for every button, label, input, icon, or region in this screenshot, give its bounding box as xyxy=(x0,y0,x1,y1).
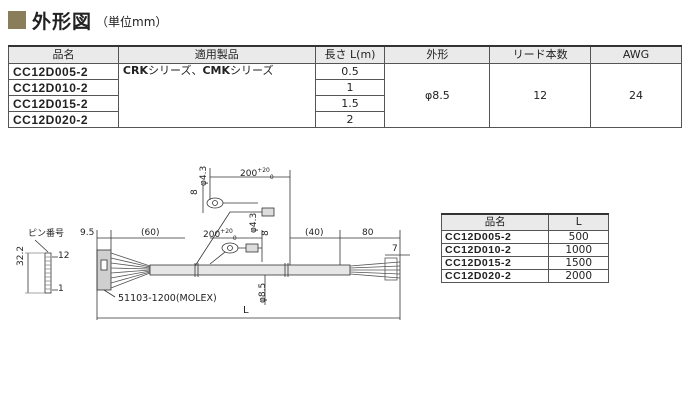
spec-header-row: 品名 適用製品 長さ L(m) 外形 リード本数 AWG xyxy=(8,45,682,64)
length-l-label: L xyxy=(243,305,249,316)
table-row: CC12D010-2 1000 xyxy=(440,243,609,257)
length-model-cell: CC12D005-2 xyxy=(440,230,550,244)
header-awg: AWG xyxy=(590,45,682,64)
model-cell: CC12D020-2 xyxy=(8,111,119,128)
tolerance-plus-mid: +20 xyxy=(220,228,233,235)
length-header-model: 品名 xyxy=(440,213,550,231)
product-cell: CRKシリーズ、CMKシリーズ xyxy=(117,63,316,128)
spec-table: 品名 適用製品 長さ L(m) 外形 リード本数 AWG CC12D005-2 … xyxy=(8,45,682,128)
table-row: CC12D020-2 2 xyxy=(8,111,682,128)
dim-9-5-label: 9.5 xyxy=(80,228,95,238)
dim-8-top-label: 8 xyxy=(190,189,200,195)
pin-1-label: 1 xyxy=(58,284,64,294)
lead-count-cell: 12 xyxy=(489,63,592,128)
dim-80-label: 80 xyxy=(362,228,374,238)
model-cell: CC12D015-2 xyxy=(8,95,119,112)
awg-cell: 24 xyxy=(590,63,682,128)
main-cable xyxy=(149,264,351,276)
length-value-cell: 2000 xyxy=(548,269,609,283)
length-value-cell: 1500 xyxy=(548,256,609,270)
length-value-cell: 500 xyxy=(548,230,609,244)
tolerance-zero-mid: 0 xyxy=(232,234,237,242)
dim-40-label: (40) xyxy=(305,228,324,238)
pin-number-label: ピン番号 xyxy=(28,229,65,239)
model-cell: CC12D010-2 xyxy=(8,79,119,96)
pin-12-label: 12 xyxy=(58,251,70,261)
title-marker xyxy=(8,11,26,29)
length-header-row: 品名 L xyxy=(440,213,609,231)
length-cell: 1 xyxy=(314,79,386,96)
dim-200-top-value: 200 xyxy=(240,169,258,179)
table-row: CC12D005-2 500 xyxy=(440,230,609,244)
model-cell: CC12D005-2 xyxy=(8,63,119,80)
ground-lead-upper xyxy=(194,211,262,267)
diameter-cell: φ8.5 xyxy=(384,63,491,128)
header-lead-count: リード本数 xyxy=(489,45,592,64)
length-cell: 0.5 xyxy=(314,63,386,80)
product-series-2: シリーズ xyxy=(230,64,274,77)
product-crk: CRK xyxy=(122,64,148,77)
dim-60-label: (60) xyxy=(141,228,160,238)
cable-drawing xyxy=(25,168,410,320)
table-row: CC12D015-2 1500 xyxy=(440,256,609,270)
title-text: 外形図 xyxy=(32,10,93,33)
header-diameter: 外形 xyxy=(384,45,491,64)
dim-8-mid-label: 8 xyxy=(261,230,271,236)
length-value-cell: 1000 xyxy=(548,243,609,257)
page-title: 外形図 （単位mm） xyxy=(8,8,168,33)
dim-phi43-top-label: φ4.3 xyxy=(199,165,209,186)
dim-phi85-label: φ8.5 xyxy=(258,282,268,303)
tolerance-plus-top: +20 xyxy=(257,167,270,174)
dim-200-top-label: 200+200 xyxy=(240,167,274,181)
length-cell: 2 xyxy=(314,111,386,128)
table-row: CC12D005-2 CRKシリーズ、CMKシリーズ 0.5 φ8.5 12 2… xyxy=(8,63,682,128)
product-series-1: シリーズ、 xyxy=(148,64,203,77)
length-table: 品名 L CC12D005-2 500 CC12D010-2 1000 CC12… xyxy=(440,213,609,283)
header-product: 適用製品 xyxy=(117,45,316,64)
length-model-cell: CC12D015-2 xyxy=(440,256,550,270)
dim-phi43-mid-label: φ4.3 xyxy=(249,212,259,233)
dim-height-label: 32.2 xyxy=(16,245,26,266)
header-length: 長さ L(m) xyxy=(314,45,386,64)
product-cmk: CMK xyxy=(202,64,230,77)
length-header-l: L xyxy=(548,213,609,231)
title-unit: （単位mm） xyxy=(96,15,168,29)
tolerance-zero-top: 0 xyxy=(269,173,274,181)
length-cell: 1.5 xyxy=(314,95,386,112)
connector-part-label: 51103-1200(MOLEX) xyxy=(118,293,217,304)
length-model-cell: CC12D020-2 xyxy=(440,269,550,283)
length-model-cell: CC12D010-2 xyxy=(440,243,550,257)
dim-7-label: 7 xyxy=(392,244,398,254)
header-model: 品名 xyxy=(8,45,119,64)
dim-200-mid-label: 200+200 xyxy=(203,228,237,242)
dim-200-mid-value: 200 xyxy=(203,230,221,240)
table-row: CC12D020-2 2000 xyxy=(440,269,609,283)
